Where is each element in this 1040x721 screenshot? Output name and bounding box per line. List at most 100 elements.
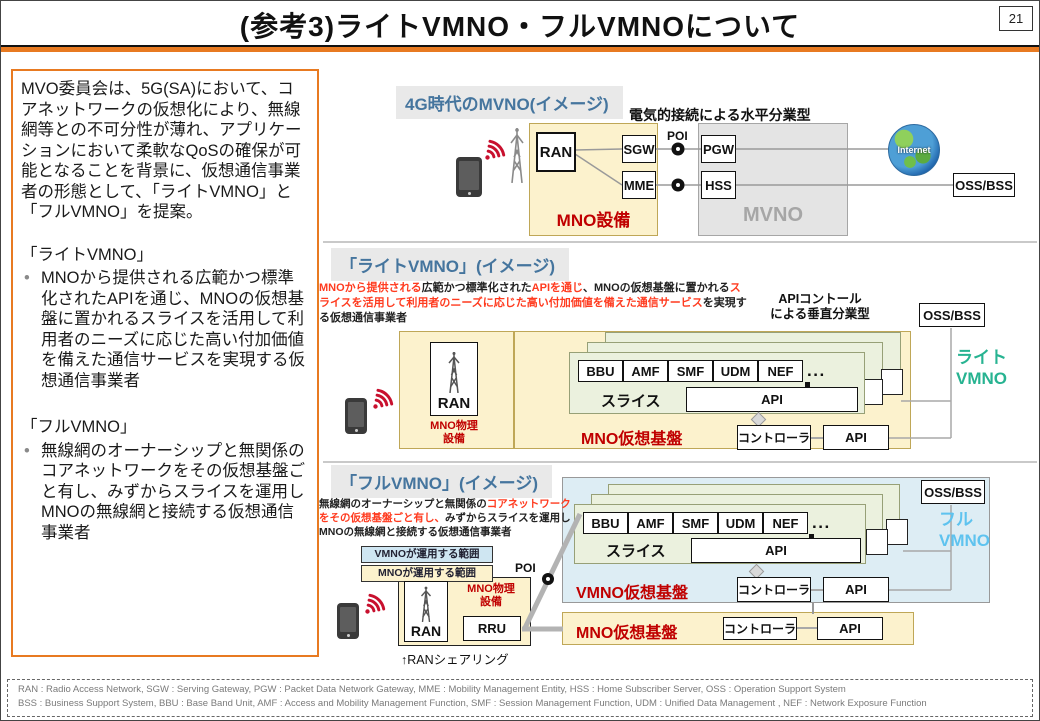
light-vmno-side-label: ライト VMNO <box>956 347 1007 389</box>
ossbss-box-4g: OSS/BSS <box>953 173 1015 197</box>
mno-phys-line1: MNO物理 <box>430 420 478 432</box>
mno-phys-line2: 設備 <box>480 595 502 608</box>
back-api-edge <box>886 519 908 545</box>
antenna-tower-icon <box>420 586 432 622</box>
slice-api-box-full: API <box>691 538 861 563</box>
footnote-line2: BSS : Business Support System, BBU : Bas… <box>18 698 927 709</box>
legend-vmno-scope: VMNOが運用する範囲 <box>361 546 493 563</box>
nf-box-bbu: BBU <box>578 360 623 382</box>
poi-label-4g: POI <box>667 129 688 143</box>
full-vmno-bullet: • 無線網のオーナーシップと無関係のコアネットワークをその仮想基盤ごと有し、みず… <box>21 441 309 544</box>
section-light-heading: 「ライトVMNO」(イメージ) <box>331 248 569 281</box>
controller-box-light: コントローラ <box>737 425 811 450</box>
slice-label-full: スライス <box>606 543 666 560</box>
internet-globe-icon: Internet <box>888 124 940 176</box>
nf-box-nef: NEF <box>763 512 808 534</box>
side-label-line2: VMNO <box>956 369 1007 388</box>
light-description: MNOから提供される広範かつ標準化されたAPIを通じ、MNOの仮想基盤に置かれる… <box>319 281 751 326</box>
poi-label-full: POI <box>515 561 536 575</box>
light-box-divider <box>513 331 515 449</box>
nf-box-bbu: BBU <box>583 512 628 534</box>
ossbss-box-light: OSS/BSS <box>919 303 985 327</box>
mvno-label: MVNO <box>743 204 803 226</box>
nf-box-smf: SMF <box>668 360 713 382</box>
internet-label: Internet <box>897 145 931 155</box>
back-api-edge <box>881 369 903 395</box>
api-control-line2: による垂直分業型 <box>770 307 870 321</box>
light-vmno-bullet: • MNOから提供される広範かつ標準化されたAPIを通じ、MNOの仮想基盤に置か… <box>21 268 309 391</box>
controller-box-mno-bar: コントローラ <box>723 617 797 640</box>
more-nf-dots: ... <box>812 513 831 532</box>
side-label-line2: VMNO <box>939 531 990 550</box>
antenna-tower-icon <box>510 128 524 183</box>
wifi-signal-icon <box>485 139 506 160</box>
desc-seg: コアネットワークをその仮想基盤ごと有し、 <box>319 498 571 524</box>
api-box-mno-bar: API <box>817 617 883 640</box>
accent-rule <box>1 47 1039 52</box>
ran-box-full: RAN <box>404 581 448 642</box>
mno-virtual-infra-label: MNO仮想基盤 <box>581 431 683 448</box>
section-divider <box>323 241 1037 243</box>
pgw-box: PGW <box>701 135 736 163</box>
full-description: 無線網のオーナーシップと無関係のコアネットワークをその仮想基盤ごと有し、みずから… <box>319 497 581 539</box>
wifi-signal-icon <box>365 593 386 614</box>
ran-label: RAN <box>410 623 442 639</box>
mme-box: MME <box>622 171 656 199</box>
ran-box-light: RAN <box>430 342 478 416</box>
section-full-heading: 「フルVMNO」(イメージ) <box>331 465 552 498</box>
ran-box-4g: RAN <box>536 132 576 172</box>
full-vmno-heading: 「フルVMNO」 <box>21 418 137 436</box>
title-bar: (参考3)ライトVMNO・フルVMNOについて 21 <box>1 1 1039 47</box>
slice-label-light: スライス <box>601 393 661 410</box>
footnote-line1: RAN : Radio Access Network, SGW : Servin… <box>18 684 846 695</box>
hss-box: HSS <box>701 171 736 199</box>
phone-icon <box>337 603 359 639</box>
light-vmno-bullet-text: MNOから提供される広範かつ標準化されたAPIを通じ、MNOの仮想基盤に置かれる… <box>41 269 305 390</box>
mno-equipment-label: MNO設備 <box>556 211 631 230</box>
section-4g-heading: 4G時代のMVNO(イメージ) <box>396 86 623 119</box>
controller-box-full: コントローラ <box>737 577 811 602</box>
nf-box-udm: UDM <box>713 360 758 382</box>
more-nf-dots: ... <box>807 361 826 380</box>
nf-box-amf: AMF <box>628 512 673 534</box>
rru-box: RRU <box>463 616 521 641</box>
slice-api-box-light: API <box>686 387 858 412</box>
sgw-box: SGW <box>622 135 656 163</box>
full-vmno-side-label: フル VMNO <box>939 509 990 551</box>
side-label-line1: ライト <box>956 348 1007 367</box>
side-label-line1: フル <box>939 510 973 529</box>
horizontal-split-label: 電気的接続による水平分業型 <box>629 107 811 123</box>
controller-api-box-light: API <box>823 425 889 450</box>
ran-sharing-label: ↑RANシェアリング <box>401 653 509 667</box>
summary-intro: MVO委員会は、5G(SA)において、コアネットワークの仮想化により、無線網等と… <box>21 80 302 221</box>
phone-icon <box>345 398 367 434</box>
page-number: 21 <box>999 6 1033 31</box>
mno-virtual-infra-label-full: MNO仮想基盤 <box>576 625 678 642</box>
nf-box-udm: UDM <box>718 512 763 534</box>
nf-box-nef: NEF <box>758 360 803 382</box>
section-divider <box>323 461 1037 463</box>
api-control-line1: APIコントール <box>778 292 862 306</box>
mno-physical-label-full: MNO物理 設備 <box>453 583 529 608</box>
summary-panel: MVO委員会は、5G(SA)において、コアネットワークの仮想化により、無線網等と… <box>11 69 319 657</box>
desc-seg: を実現する仮想通信事業者 <box>319 297 747 324</box>
antenna-tower-icon <box>448 352 460 393</box>
wifi-signal-icon <box>373 388 394 409</box>
bullet-icon: • <box>24 441 30 460</box>
back-api-edge <box>866 529 888 555</box>
full-vmno-bullet-text: 無線網のオーナーシップと無関係のコアネットワークをその仮想基盤ごと有し、みずから… <box>41 441 305 542</box>
nf-box-smf: SMF <box>673 512 718 534</box>
mno-phys-line2: 設備 <box>443 432 465 445</box>
desc-seg: スライスを活用して利用者のニーズに応じた高い付加価値を備えた通信サービス <box>319 282 741 309</box>
desc-seg: 、MNOの仮想基盤に置かれる <box>583 282 730 294</box>
desc-seg: APIを通じ <box>531 282 584 294</box>
desc-seg: 無線網のオーナーシップと無関係の <box>319 498 487 510</box>
mno-phys-line1: MNO物理 <box>467 583 515 595</box>
mno-physical-label-light: MNO物理 設備 <box>421 420 487 445</box>
light-vmno-heading: 「ライトVMNO」 <box>21 245 153 264</box>
page-title: (参考3)ライトVMNO・フルVMNOについて <box>239 11 801 42</box>
ran-label: RAN <box>437 395 471 412</box>
nf-box-amf: AMF <box>623 360 668 382</box>
desc-seg: MNOから提供される <box>319 282 422 294</box>
desc-seg: 広範かつ標準化された <box>421 282 532 294</box>
